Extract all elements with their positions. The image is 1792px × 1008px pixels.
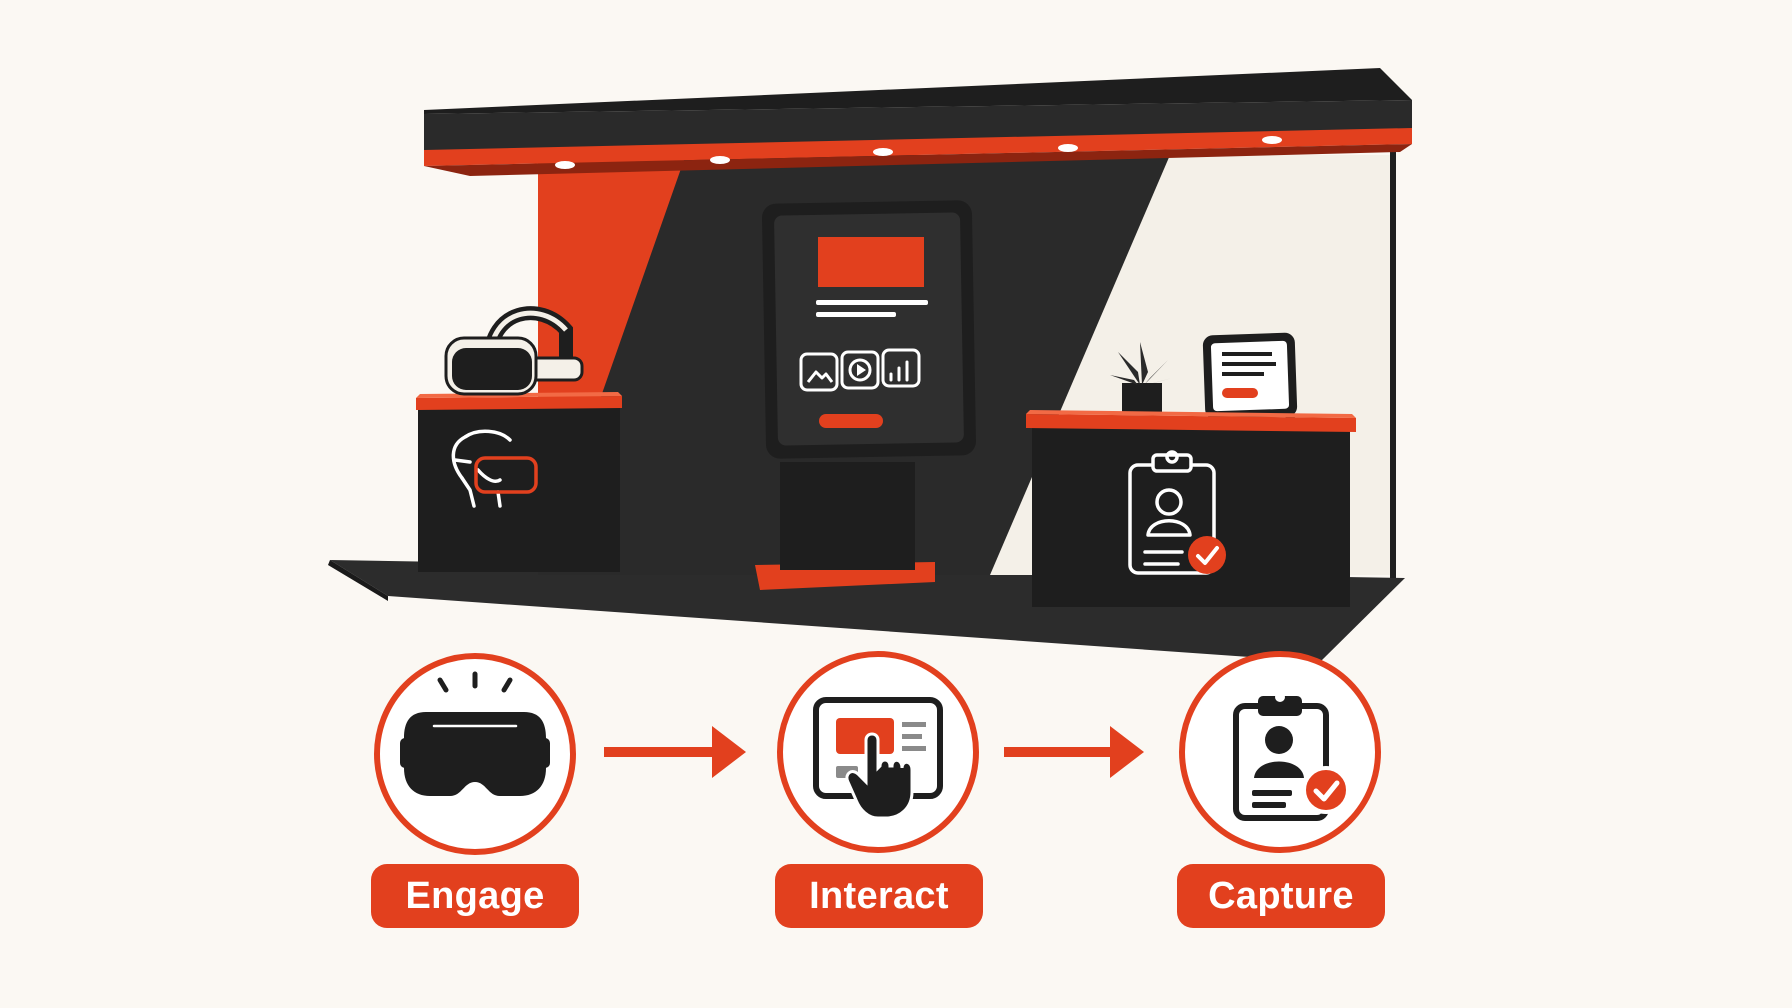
exhibition-booth <box>328 68 1412 662</box>
clipboard-check-icon <box>1233 692 1350 821</box>
arrow-interact-to-capture <box>1004 726 1144 778</box>
clipboard-person-check-icon <box>1128 450 1216 575</box>
vr-headset-prop <box>444 306 584 396</box>
booth-floor-edge <box>328 560 388 601</box>
step-interact <box>777 651 979 853</box>
bar-chart-icon <box>881 348 921 388</box>
canopy-orange-band <box>424 128 1412 166</box>
vr-headset-icon <box>400 671 550 796</box>
vr-headset-head-icon <box>451 429 538 508</box>
canopy-underside <box>424 144 1412 176</box>
image-icon <box>799 352 839 392</box>
step-capture <box>1179 651 1381 853</box>
step-label-capture: Capture <box>1177 864 1385 928</box>
left-pedestal <box>416 392 622 572</box>
canopy-top <box>424 68 1412 114</box>
process-steps <box>374 651 1381 855</box>
step-label-engage: Engage <box>371 864 579 928</box>
touch-screen-icon <box>813 697 943 820</box>
play-icon <box>840 350 880 390</box>
tablet-prop <box>1202 332 1298 420</box>
step-engage <box>374 653 576 855</box>
step-label-interact: Interact <box>775 864 983 928</box>
wall-side-edge <box>1390 150 1396 578</box>
arrow-engage-to-interact <box>604 726 746 778</box>
plant-prop <box>1110 342 1172 413</box>
canopy-spotlights <box>555 136 1282 169</box>
kiosk <box>755 200 976 590</box>
reception-desk <box>1026 410 1356 607</box>
